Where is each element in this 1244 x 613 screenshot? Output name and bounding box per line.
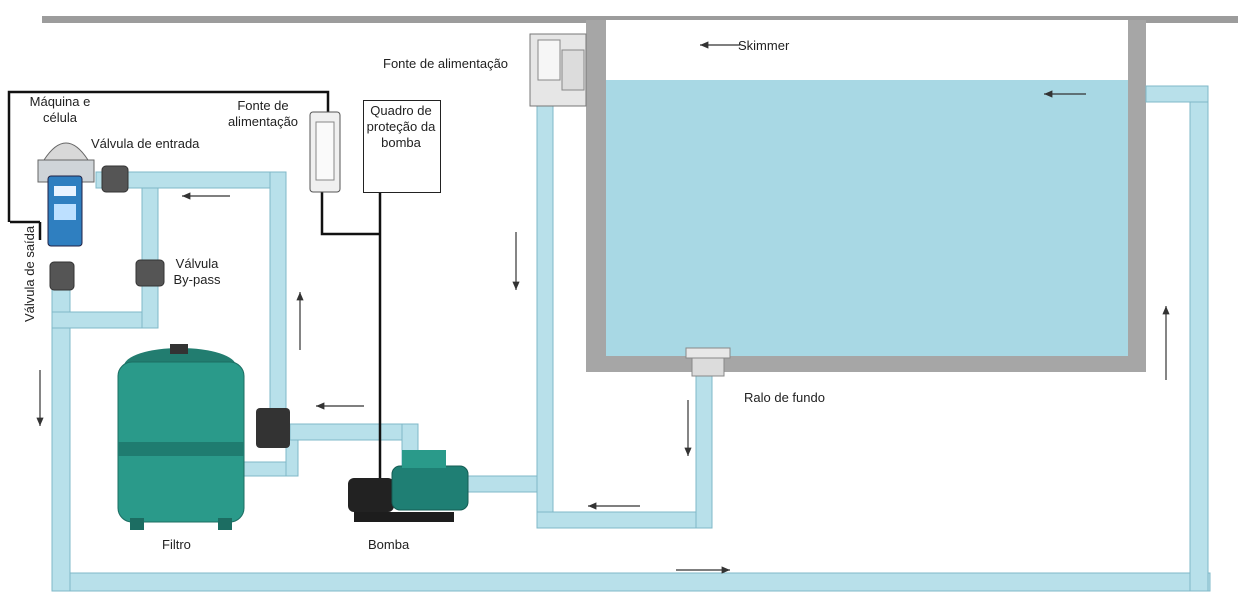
bottom-drain-icon — [685, 347, 731, 377]
power-cables — [7, 90, 382, 488]
power-supply-icon — [309, 111, 341, 193]
pipes — [51, 85, 1211, 592]
filter-icon — [117, 344, 290, 530]
label-pump: Bomba — [368, 537, 410, 552]
label-bottom-drain: Ralo de fundo — [744, 390, 825, 405]
label-bypass-valve: Válvula By-pass — [173, 256, 221, 287]
label-outlet-valve: Válvula de saída — [22, 225, 37, 322]
label-filter: Filtro — [162, 537, 191, 552]
skimmer-icon — [529, 33, 587, 107]
chlorinator-icon — [37, 142, 95, 247]
pump-icon — [348, 450, 469, 522]
label-machine-cell: Máquina e célula — [29, 94, 91, 125]
label-inlet-valve: Válvula de entrada — [91, 136, 200, 151]
flow-arrows — [36, 41, 1170, 574]
pool-water — [606, 80, 1128, 356]
pool-wall — [586, 20, 1146, 372]
label-power-supply-top: Fonte de alimentação — [383, 56, 509, 71]
label-power-supply-mid: Fonte de alimentação — [227, 98, 299, 129]
valve-icon — [49, 165, 165, 291]
pump-protection-panel: Quadro de proteção da bomba — [363, 100, 441, 193]
label-pump-protection: Quadro de proteção da bomba — [366, 103, 436, 150]
ground-line — [42, 16, 1238, 23]
label-skimmer: Skimmer — [738, 38, 790, 53]
